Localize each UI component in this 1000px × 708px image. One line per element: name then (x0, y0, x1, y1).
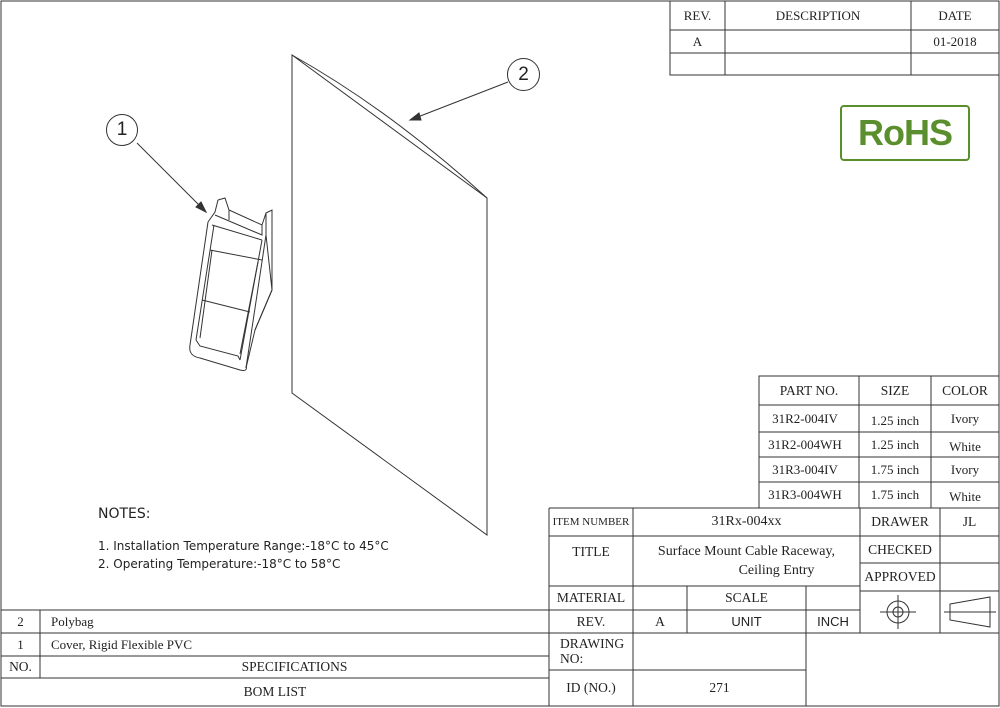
balloon-2-label: 2 (518, 63, 529, 85)
polybag-drawing (292, 55, 487, 535)
rev-value: A (655, 613, 665, 629)
balloon-1: 1 (106, 114, 138, 146)
size-header: SIZE (880, 382, 910, 398)
color-cell: White (949, 489, 981, 504)
drawing-no-label-line-1: DRAWING (560, 636, 625, 651)
date-cell: 01-2018 (933, 33, 977, 49)
balloon-2: 2 (507, 58, 540, 91)
id-value: 271 (709, 680, 730, 695)
drawing-no-label: DRAWING NO: (549, 636, 633, 666)
notes-heading: NOTES: (98, 506, 151, 522)
part-no-cell: 31R2-004IV (772, 410, 838, 426)
bom-header-no: NO. (9, 659, 32, 674)
bom-footer: BOM LIST (243, 684, 307, 699)
size-cell: 1.75 inch (870, 487, 920, 502)
item-number-value: 31Rx-004xx (711, 514, 782, 529)
rohs-logo: RoHS (840, 105, 970, 161)
rev-header: REV. (683, 7, 712, 23)
approved-value (940, 563, 999, 591)
bom-row-no: 1 (17, 636, 24, 652)
size-cell: 1.25 inch (870, 412, 920, 428)
drawing-no-label-line-2: NO: (560, 651, 584, 666)
size-cell: 1.75 inch (870, 461, 920, 477)
title-line-2: Ceiling Entry (738, 563, 815, 578)
approved-label: APPROVED (864, 569, 936, 584)
title-value: Surface Mount Cable Raceway, Ceiling Ent… (633, 542, 860, 580)
material-label: MATERIAL (556, 590, 626, 605)
drawer-value: JL (962, 514, 977, 529)
drawing-no-value (633, 633, 806, 670)
note-item: 2. Operating Temperature:-18°C to 58°C (98, 557, 341, 571)
checked-value (940, 536, 999, 563)
drawer-label: DRAWER (871, 514, 929, 529)
unit-value: INCH (817, 614, 849, 629)
scale-value (806, 586, 860, 610)
rohs-label: RoHS (858, 112, 953, 153)
title-line-1: Surface Mount Cable Raceway, (657, 544, 836, 559)
rev-label: REV. (576, 613, 606, 629)
rev-cell: A (692, 33, 703, 49)
color-header: COLOR (942, 382, 988, 398)
part-no-header: PART NO. (779, 382, 839, 398)
title-label: TITLE (572, 544, 610, 559)
id-label: ID (NO.) (566, 680, 616, 695)
leader-2 (410, 82, 508, 120)
unit-label: UNIT (731, 614, 762, 629)
part-no-cell: 31R3-004IV (772, 461, 838, 477)
date-header: DATE (938, 7, 972, 23)
note-item: 1. Installation Temperature Range:-18°C … (98, 539, 389, 553)
checked-label: CHECKED (868, 541, 932, 557)
color-cell: Ivory (950, 461, 980, 477)
color-cell: White (949, 438, 981, 454)
leader-1 (137, 143, 206, 212)
color-cell: Ivory (950, 410, 980, 426)
description-header: DESCRIPTION (775, 7, 861, 23)
balloon-1-label: 1 (116, 119, 128, 140)
bom-row-spec: Polybag (51, 614, 94, 629)
bom-header-spec: SPECIFICATIONS (241, 659, 348, 674)
scale-label: SCALE (725, 590, 768, 605)
first-angle-projection-icon (860, 591, 999, 633)
item-number-label: ITEM NUMBER (552, 516, 630, 528)
material-value (633, 586, 687, 610)
size-cell: 1.25 inch (870, 436, 920, 452)
part-no-cell: 31R2-004WH (768, 436, 842, 452)
part-no-cell: 31R3-004WH (768, 487, 842, 502)
bom-row-spec: Cover, Rigid Flexible PVC (51, 637, 193, 652)
bom-row-no: 2 (17, 613, 24, 629)
cover-drawing (190, 198, 272, 371)
